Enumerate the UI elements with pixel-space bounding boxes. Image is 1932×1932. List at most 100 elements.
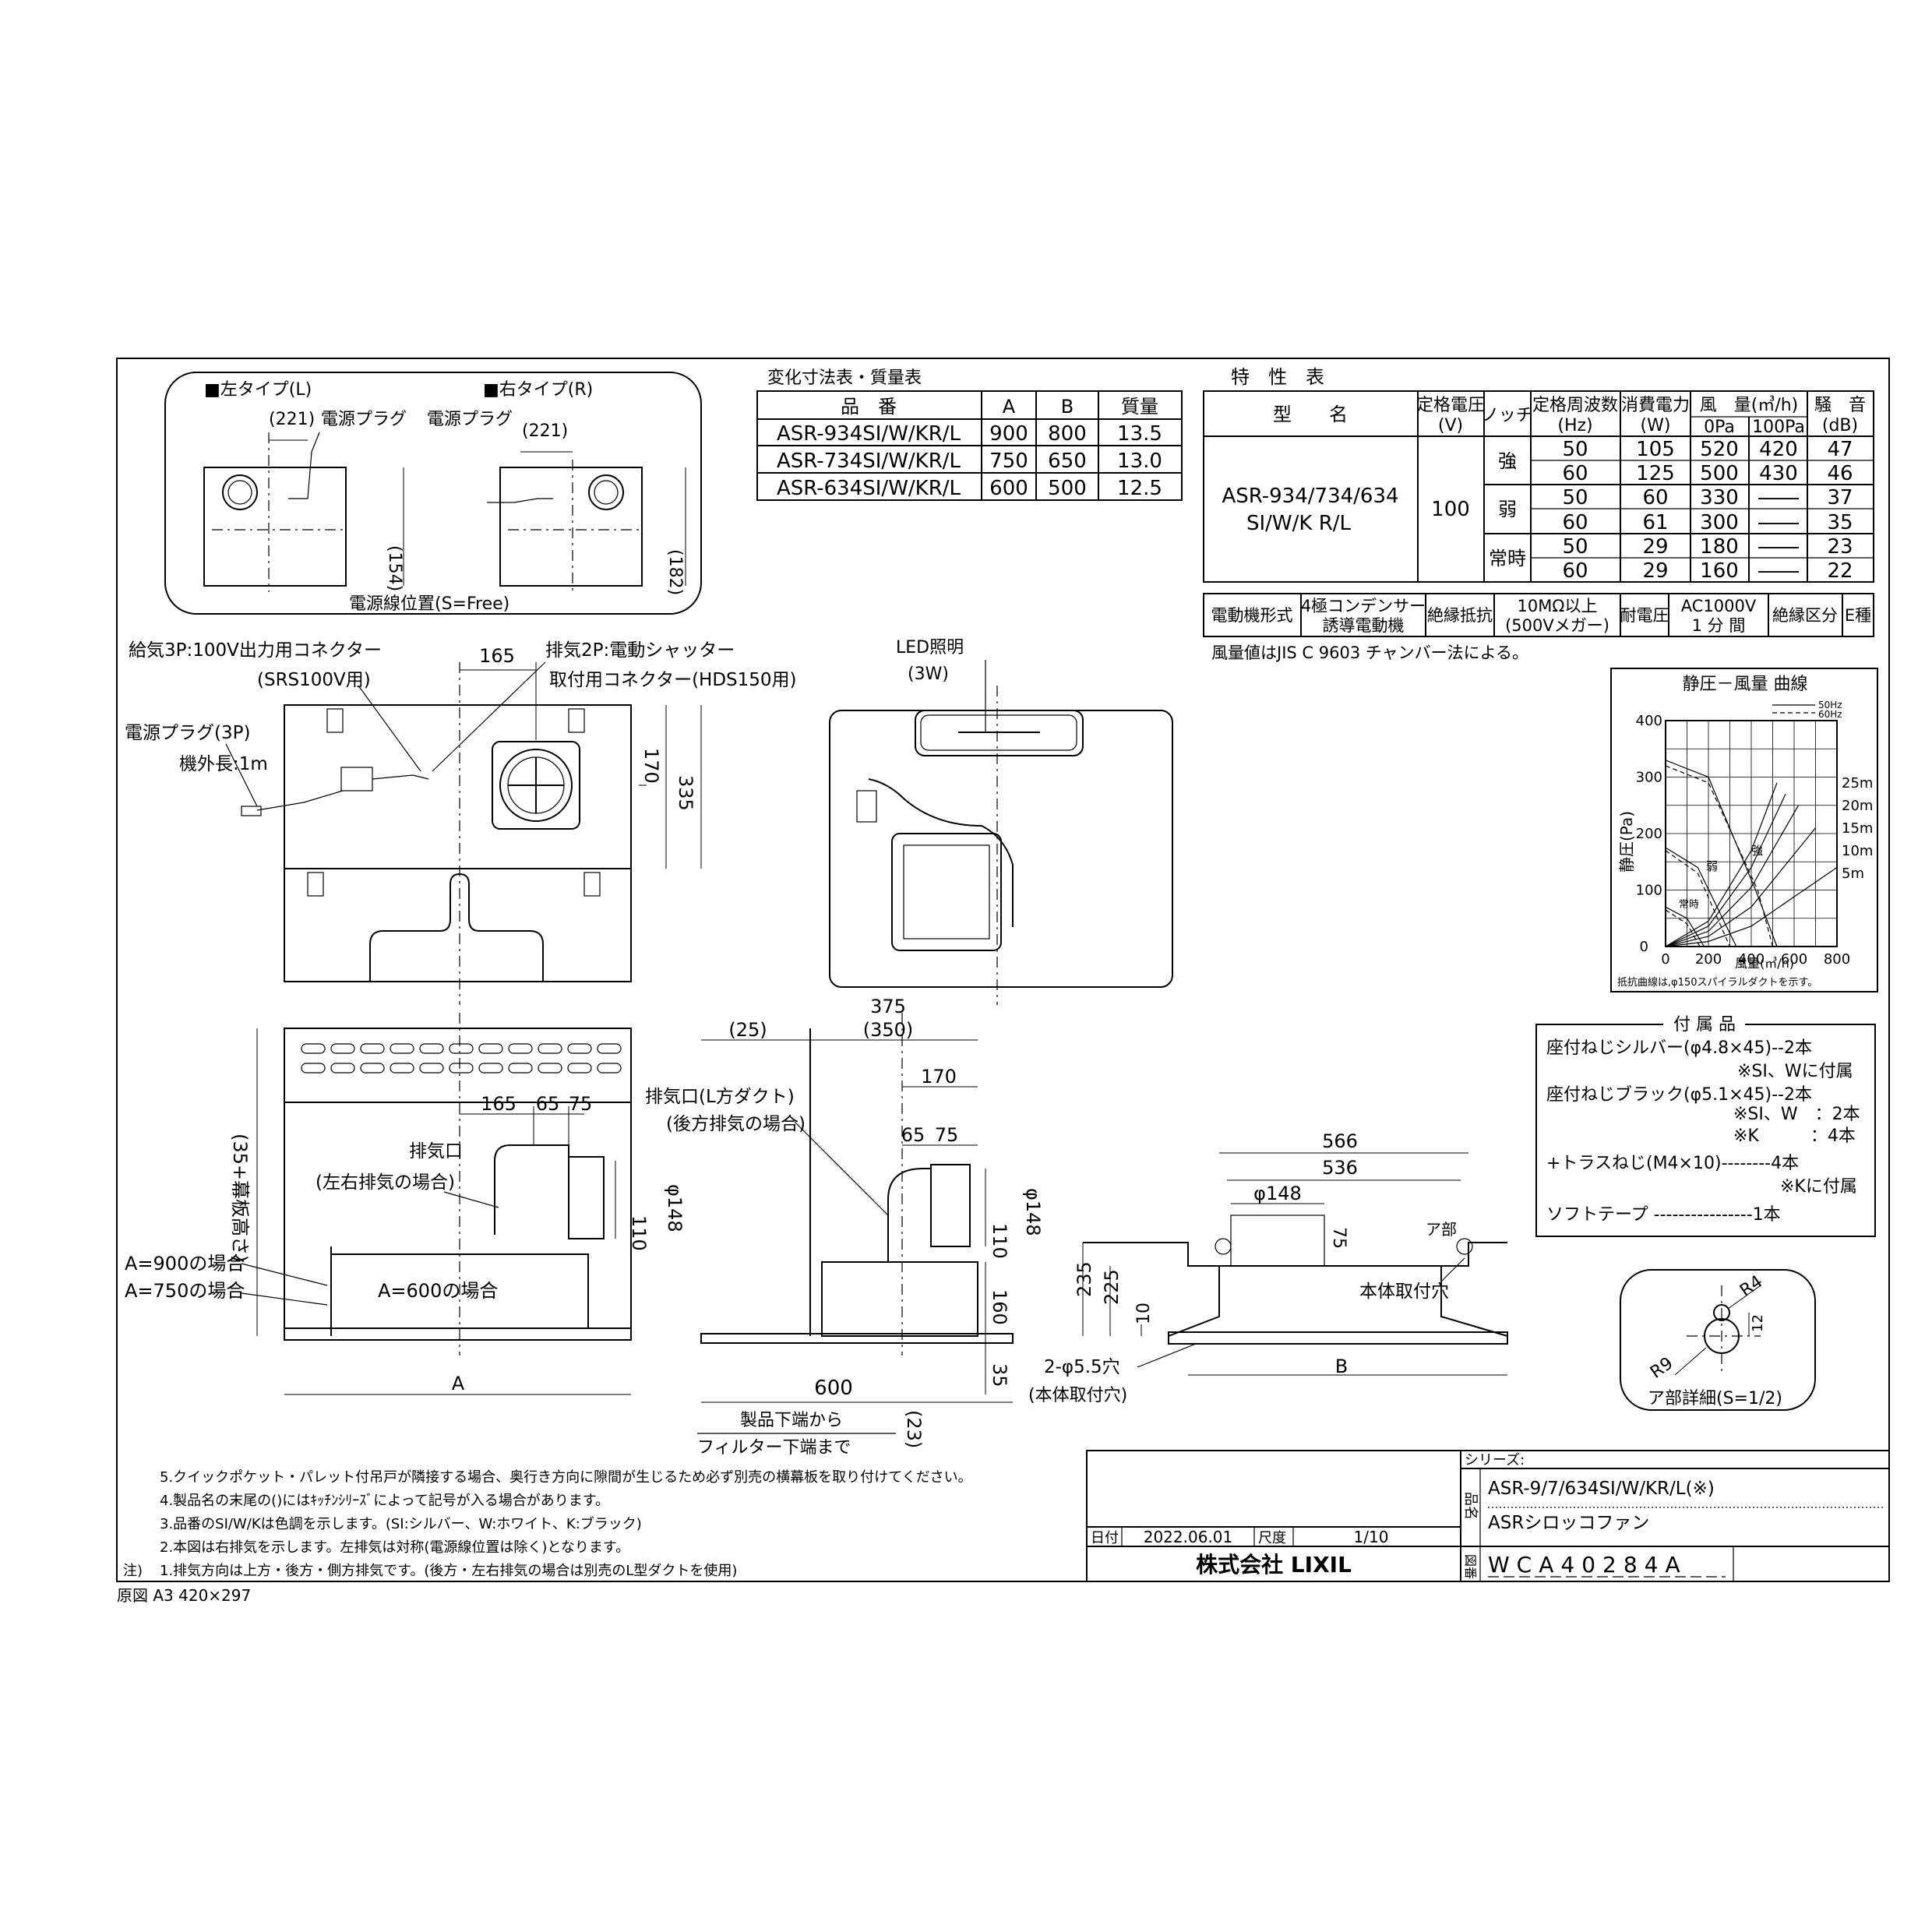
spec-h-notch: ノッチ xyxy=(1482,406,1533,425)
spec-h-model: 型 名 xyxy=(1273,404,1348,425)
motor-val1: 4極コンデンサー xyxy=(1301,597,1426,615)
spec-r6-noise: 22 xyxy=(1827,559,1853,583)
front-view: LED照明 (3W) xyxy=(829,638,1173,1005)
sr-holes: 2-φ5.5穴 xyxy=(1044,1357,1120,1377)
x-tick-label: 200 xyxy=(1695,951,1722,968)
y-tick-label: 100 xyxy=(1636,883,1662,899)
vent-slot xyxy=(390,1063,414,1074)
size-table-title: 変化寸法表・質量表 xyxy=(767,368,922,388)
spec-rows: 50 105 520 420 47 60 125 500 430 46 50 6… xyxy=(1562,438,1853,583)
spec-h-power-unit: (W) xyxy=(1641,416,1671,435)
sm-exhaust: 排気口(L方ダクト) xyxy=(645,1087,795,1107)
accessories: 付 属 品 座付ねじシルバー(φ4.8×45)‐‐2本 ※SI、Wに付属 座付ね… xyxy=(1535,1014,1876,1237)
sl-a600: A=600の場合 xyxy=(378,1280,498,1302)
fan-curve xyxy=(1665,906,1705,947)
vent-slot xyxy=(538,1043,562,1054)
sm-d350: (350) xyxy=(863,1019,914,1041)
spec-r6-freq: 60 xyxy=(1562,559,1588,583)
spec-h-voltage: 定格電圧 xyxy=(1416,396,1485,415)
withstand-val2: 1 分 間 xyxy=(1692,616,1746,635)
spec-r6-100pa: ―― xyxy=(1758,559,1799,583)
y-tick-zero: 0 xyxy=(1640,939,1648,955)
spec-note: 風量値はJIS C 9603 チャンバー法による。 xyxy=(1211,643,1528,662)
fan-curve xyxy=(1665,765,1774,947)
sm-d375: 375 xyxy=(870,996,906,1017)
right-plug-label: 電源プラグ xyxy=(427,410,513,429)
spec-model-line2: SI/W/K R/L xyxy=(1246,512,1352,535)
notes-label: 注) xyxy=(123,1563,143,1579)
size-table: 変化寸法表・質量表 品 番 A B 質量 ASR-934SI/W/KR/L 90… xyxy=(756,368,1183,501)
acc-line-1: 座付ねじシルバー(φ4.8×45)‐‐2本 xyxy=(1546,1038,1812,1058)
vent-slot xyxy=(330,1043,355,1054)
vent-slot xyxy=(301,1063,326,1074)
sm-d23: (23) xyxy=(903,1410,925,1448)
size-r2-model: ASR-734SI/W/KR/L xyxy=(777,450,961,473)
vent-slot xyxy=(597,1043,622,1054)
sr-d10: 10 xyxy=(1134,1303,1154,1324)
sm-edge2: フィルター下端まで xyxy=(697,1438,851,1458)
top-d165: 165 xyxy=(479,645,515,667)
front-led-w: (3W) xyxy=(908,665,949,684)
spec-h-noise-unit: (dB) xyxy=(1822,416,1858,435)
vent-slot xyxy=(419,1043,444,1054)
vent-slot xyxy=(449,1043,474,1054)
tb-date-label: 日付 xyxy=(1091,1530,1119,1546)
sl-d75: 75 xyxy=(569,1093,593,1115)
top-supply: 給気3P:100V出力用コネクター xyxy=(129,640,382,661)
spec-r5-freq: 50 xyxy=(1562,535,1588,559)
cable-position-label: 電源線位置(S=Free) xyxy=(349,594,509,614)
sl-exhaust2: (左右排気の場合) xyxy=(316,1172,455,1193)
x-tick-label: 400 xyxy=(1738,951,1765,968)
type-box: ■左タイプ(L) ■右タイプ(R) (221) 電源プラグ 電源プラグ (221… xyxy=(164,372,702,615)
sm-d160: 160 xyxy=(989,1289,1010,1325)
note-4: 4.製品名の末尾の()にはｷｯﾁﾝｼﾘｰｽﾞによって記号が入る場合があります。 xyxy=(160,1493,609,1509)
sr-hole: 本体取付穴 xyxy=(1359,1282,1449,1302)
spec-r4-noise: 35 xyxy=(1827,511,1853,534)
sm-d25: (25) xyxy=(728,1019,767,1041)
spec-r3-0pa: 330 xyxy=(1700,486,1739,509)
vent-slot xyxy=(360,1043,385,1054)
spec-r5-100pa: ―― xyxy=(1758,535,1799,559)
spec-r2-freq: 60 xyxy=(1562,462,1588,485)
chart-label-weak: 弱 xyxy=(1706,859,1718,873)
chart-title: 静圧－風量 曲線 xyxy=(1683,675,1808,694)
sr-d75: 75 xyxy=(1329,1227,1349,1249)
sm-d600: 600 xyxy=(814,1377,853,1400)
vent-slot xyxy=(301,1043,326,1054)
tb-product-name: ASRシロッコファン xyxy=(1488,1513,1649,1533)
right-dim-182: (182) xyxy=(665,549,685,595)
chart-label-constant: 常時 xyxy=(1679,899,1699,911)
x-tick-label: 600 xyxy=(1781,951,1807,968)
accessories-title: 付 属 品 xyxy=(1673,1015,1736,1035)
spec-r2-100pa: 430 xyxy=(1759,462,1798,485)
sl-d65: 65 xyxy=(536,1093,560,1115)
spec-r6-power: 29 xyxy=(1642,559,1668,583)
x-tick-label: 800 xyxy=(1824,951,1850,968)
sr-phi148: φ148 xyxy=(1253,1183,1302,1204)
size-r1-b: 800 xyxy=(1048,422,1087,446)
fan-curve xyxy=(1665,850,1731,947)
acc-line-8: ソフトテープ ‐‐‐‐‐‐‐‐‐‐‐‐‐‐‐‐1本 xyxy=(1546,1205,1781,1225)
note-3: 3.品番のSI/W/Kは色調を示します。(SI:シルバー、W:ホワイト、K:ブラ… xyxy=(160,1515,642,1532)
duct-label: 5m xyxy=(1842,866,1864,882)
insul-label: 絶縁抵抗 xyxy=(1427,606,1493,625)
size-h-b: B xyxy=(1061,396,1074,418)
sr-part: ア部 xyxy=(1426,1220,1457,1239)
size-r2-mass: 13.0 xyxy=(1117,450,1162,473)
size-r1-model: ASR-934SI/W/KR/L xyxy=(777,422,961,446)
sl-a750: A=750の場合 xyxy=(125,1280,245,1302)
duct-label: 20m xyxy=(1842,798,1873,814)
acc-line-7: ※Kに付属 xyxy=(1780,1177,1857,1197)
left-plug-label: 電源プラグ xyxy=(321,410,407,429)
sr-holes2: (本体取付穴) xyxy=(1028,1386,1127,1405)
sm-d65: 65 xyxy=(901,1124,925,1146)
chart-label-strong: 強 xyxy=(1751,844,1763,858)
sl-d110: 110 xyxy=(628,1215,650,1251)
vent-slots xyxy=(301,1043,622,1074)
spec-r2-noise: 46 xyxy=(1827,462,1853,485)
fan-curve xyxy=(1665,909,1701,947)
duct-curve xyxy=(1665,867,1838,947)
size-r3-a: 600 xyxy=(989,477,1028,500)
sheet-border xyxy=(116,358,1890,1582)
size-r1-mass: 13.5 xyxy=(1117,422,1162,446)
